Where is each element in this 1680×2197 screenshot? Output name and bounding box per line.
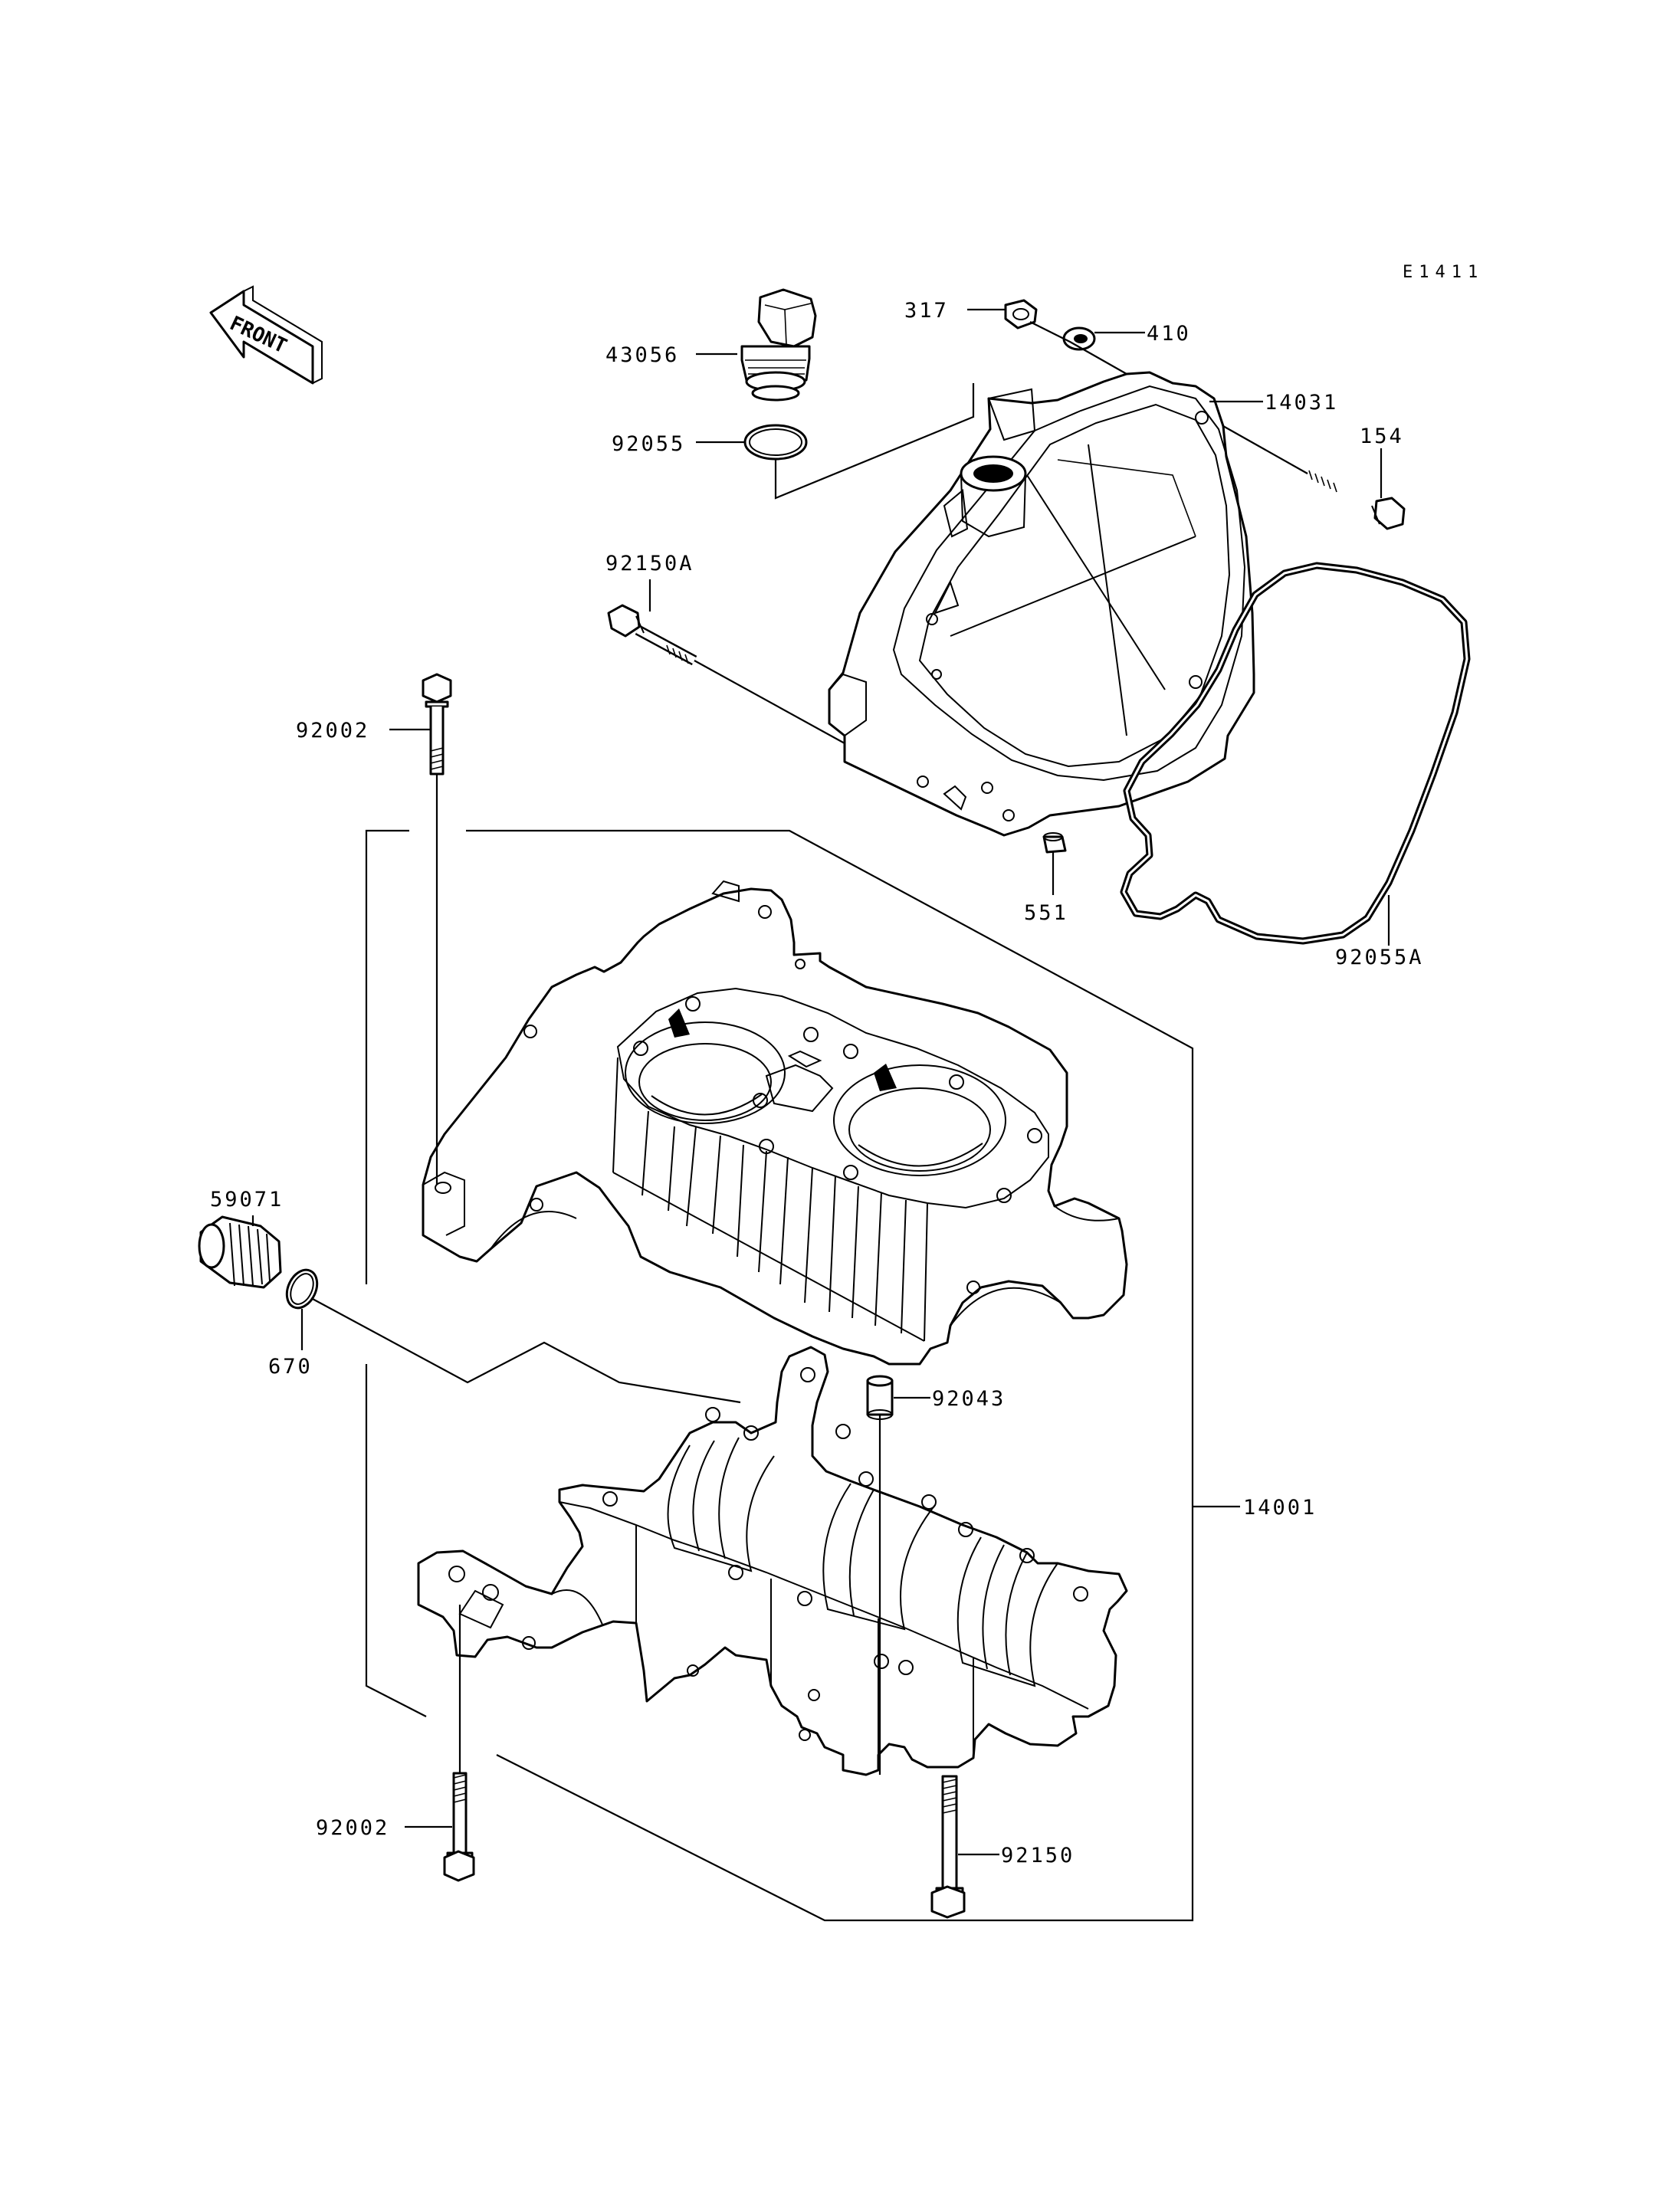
lower-crankcase-part — [417, 1346, 1128, 1776]
label-92055A: 92055A — [1335, 946, 1424, 969]
leader-lines — [251, 308, 1390, 1922]
crankcase-cover-part — [828, 371, 1255, 837]
washer-410 — [1062, 326, 1096, 351]
label-92043: 92043 — [932, 1387, 1006, 1411]
label-14001: 14001 — [1243, 1496, 1317, 1520]
label-43056: 43056 — [605, 343, 679, 367]
dowel-pin-551 — [1042, 832, 1067, 854]
upper-crankcase-part — [422, 880, 1128, 1366]
label-551: 551 — [1024, 901, 1068, 925]
label-92002-top: 92002 — [296, 719, 369, 743]
dowel-92043 — [866, 1375, 894, 1420]
diagram-reference-code: E1411 — [1403, 263, 1484, 282]
filler-cap-part — [740, 288, 817, 402]
bolt-92002-bottom — [443, 1772, 475, 1882]
bolt-92150 — [930, 1775, 966, 1919]
gasket-92055A — [1120, 562, 1471, 945]
nut-317 — [1004, 299, 1038, 330]
front-arrow-icon: FRONT — [209, 285, 323, 385]
bolt-92150A — [607, 604, 697, 666]
label-14031: 14031 — [1265, 391, 1338, 415]
label-317: 317 — [904, 299, 949, 323]
label-92150A: 92150A — [605, 552, 694, 575]
bolt-154 — [1306, 470, 1406, 530]
o-ring-670 — [285, 1268, 319, 1310]
o-ring-92055 — [743, 424, 808, 461]
label-59071: 59071 — [210, 1188, 284, 1212]
label-92150: 92150 — [1001, 1844, 1075, 1867]
label-670: 670 — [268, 1355, 313, 1379]
label-92055: 92055 — [612, 432, 685, 456]
bolt-92002-top — [422, 673, 452, 776]
label-92002-bottom: 92002 — [316, 1816, 389, 1840]
label-154: 154 — [1360, 425, 1404, 448]
drain-plug-59071 — [198, 1215, 282, 1289]
label-410: 410 — [1147, 322, 1191, 346]
